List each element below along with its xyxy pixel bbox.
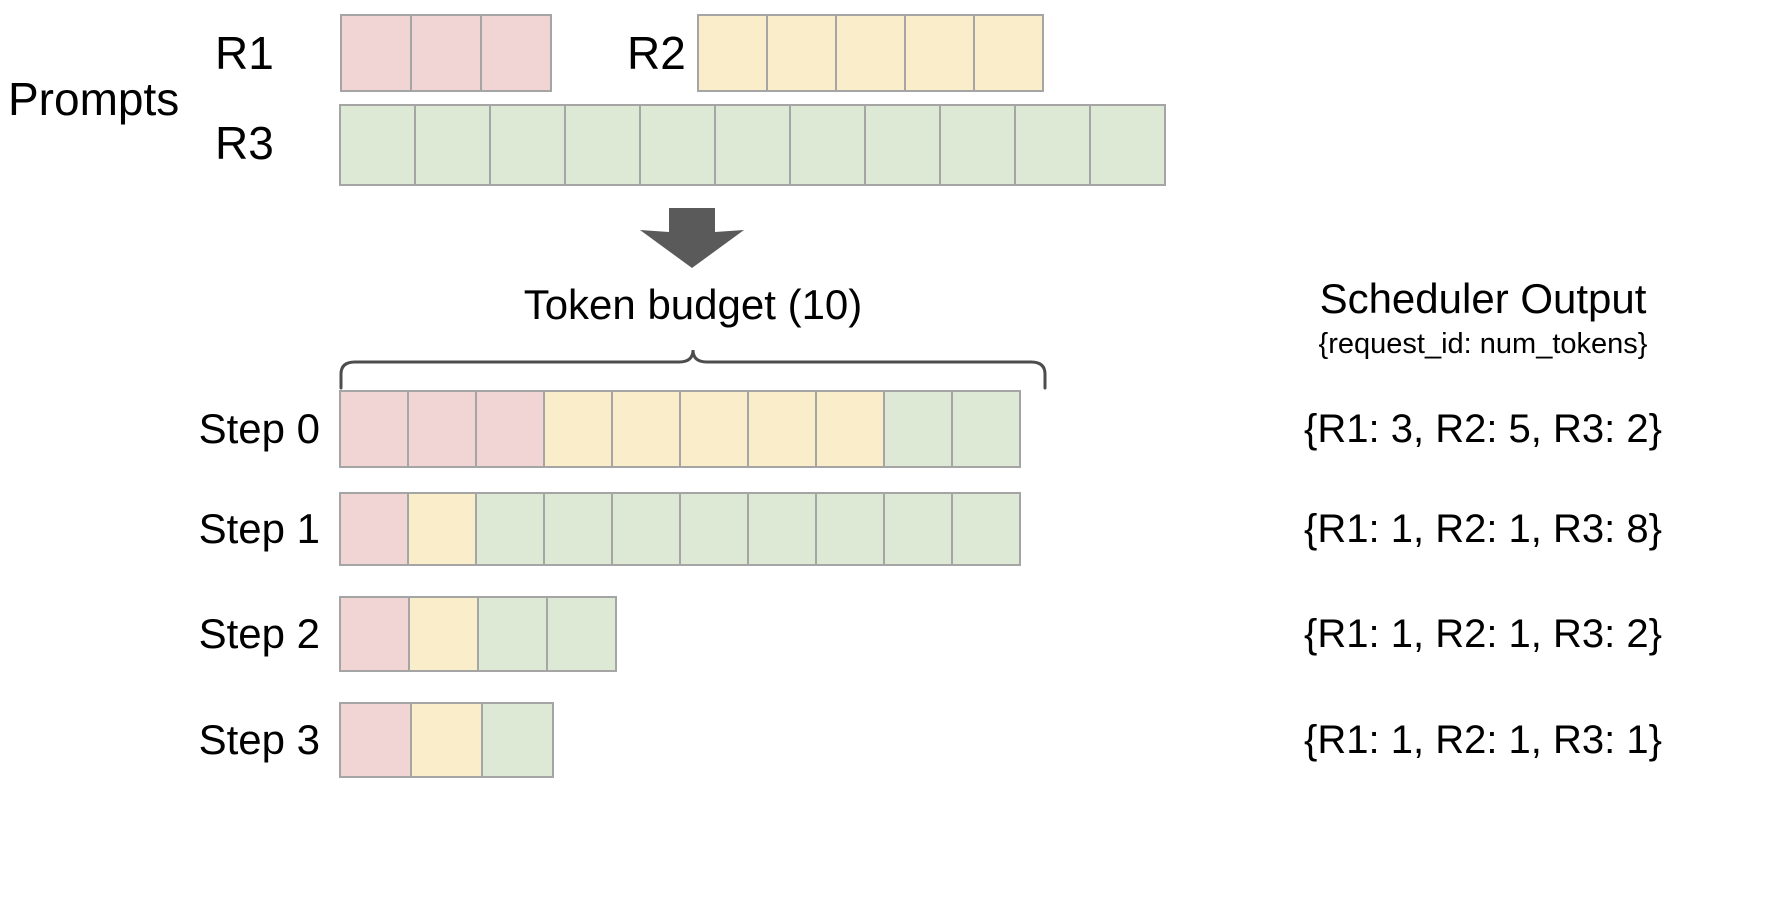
token-cell — [339, 596, 410, 672]
token-cell — [410, 702, 483, 778]
step-label-2: Step 2 — [198, 610, 320, 657]
token-cell — [939, 104, 1016, 186]
token-cell — [611, 390, 681, 468]
token-cell — [747, 492, 817, 566]
token-cell — [1014, 104, 1091, 186]
token-cell — [480, 14, 552, 92]
step-row-3 — [339, 702, 554, 778]
token-cell — [408, 596, 479, 672]
token-cell — [564, 104, 641, 186]
token-cell — [864, 104, 941, 186]
token-cell — [475, 492, 545, 566]
token-cell — [339, 492, 409, 566]
down-arrow-icon — [636, 208, 748, 268]
curly-brace-icon — [339, 348, 1047, 390]
token-cell — [340, 14, 412, 92]
token-budget-title: Token budget (10) — [523, 281, 863, 328]
token-cell — [904, 14, 975, 92]
scheduler-output-line-2: {R1: 1, R2: 1, R3: 2} — [1304, 612, 1662, 656]
token-cell — [883, 492, 953, 566]
scheduler-output-line-1: {R1: 1, R2: 1, R3: 8} — [1304, 507, 1662, 551]
token-cell — [407, 492, 477, 566]
token-cell — [543, 390, 613, 468]
prompt-row-label-r2: R2 — [627, 27, 686, 79]
token-cell — [410, 14, 482, 92]
step-row-1 — [339, 492, 1021, 566]
step-label-3: Step 3 — [198, 716, 320, 763]
token-cell — [973, 14, 1044, 92]
prompt-row-r3 — [339, 104, 1166, 186]
token-cell — [339, 104, 416, 186]
step-label-1: Step 1 — [198, 505, 320, 552]
prompt-row-label-r3: R3 — [215, 117, 274, 169]
step-row-2 — [339, 596, 617, 672]
token-cell — [747, 390, 817, 468]
token-cell — [339, 702, 412, 778]
token-cell — [489, 104, 566, 186]
scheduler-output-line-3: {R1: 1, R2: 1, R3: 1} — [1304, 718, 1662, 762]
token-cell — [714, 104, 791, 186]
token-cell — [639, 104, 716, 186]
token-cell — [546, 596, 617, 672]
token-cell — [679, 492, 749, 566]
token-cell — [697, 14, 768, 92]
prompt-row-r1 — [340, 14, 552, 92]
token-cell — [477, 596, 548, 672]
token-cell — [543, 492, 613, 566]
token-cell — [815, 492, 885, 566]
step-row-0 — [339, 390, 1021, 468]
prompts-label: Prompts — [8, 73, 180, 125]
token-cell — [883, 390, 953, 468]
token-cell — [679, 390, 749, 468]
scheduler-output-line-0: {R1: 3, R2: 5, R3: 2} — [1304, 407, 1662, 451]
token-cell — [766, 14, 837, 92]
token-cell — [789, 104, 866, 186]
token-cell — [835, 14, 906, 92]
token-cell — [414, 104, 491, 186]
step-label-0: Step 0 — [198, 405, 320, 452]
prompt-row-label-r1: R1 — [215, 27, 274, 79]
token-cell — [815, 390, 885, 468]
token-cell — [1089, 104, 1166, 186]
token-cell — [475, 390, 545, 468]
token-cell — [951, 390, 1021, 468]
prompt-row-r2 — [697, 14, 1044, 92]
token-cell — [481, 702, 554, 778]
scheduler-output-title: Scheduler Output — [1319, 275, 1647, 322]
token-cell — [951, 492, 1021, 566]
token-cell — [407, 390, 477, 468]
token-cell — [339, 390, 409, 468]
token-cell — [611, 492, 681, 566]
scheduler-output-subtitle: {request_id: num_tokens} — [1318, 328, 1648, 360]
